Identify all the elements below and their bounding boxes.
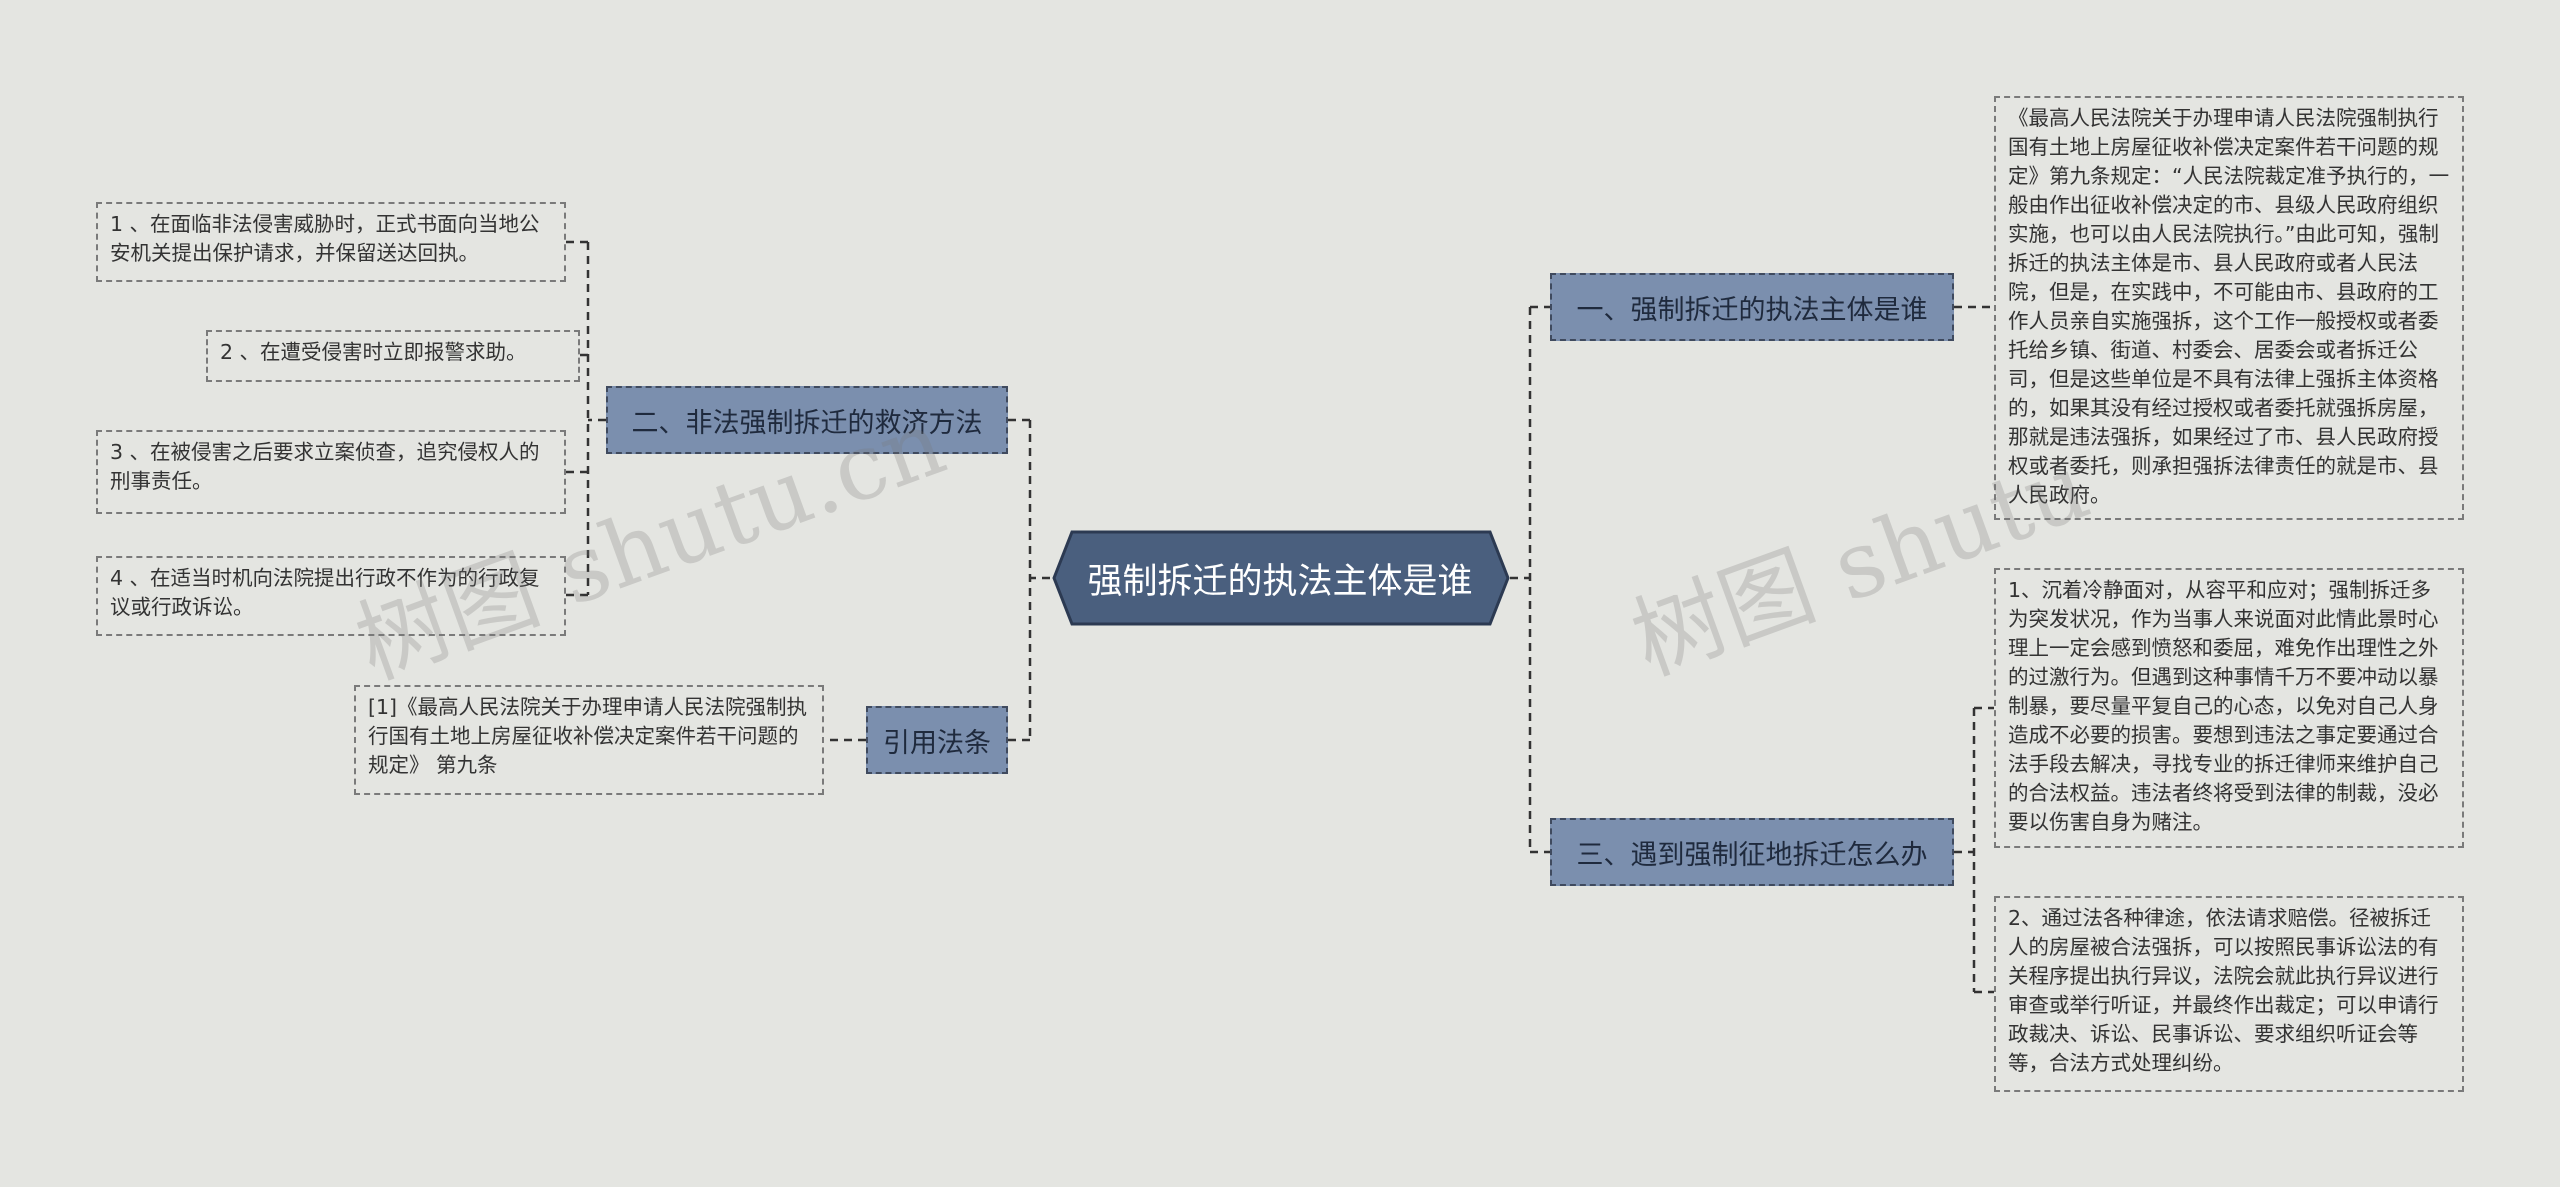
branch-response[interactable]: 三、遇到强制征地拆迁怎么办 xyxy=(1550,818,1954,886)
leaf-citation[interactable]: [1]《最高人民法院关于办理申请人民法院强制执行国有土地上房屋征收补偿决定案件若… xyxy=(354,685,824,795)
leaf-remedy-2[interactable]: 2 、在遭受侵害时立即报警求助。 xyxy=(206,330,580,382)
leaf-response-1[interactable]: 1、沉着冷静面对，从容平和应对；强制拆迁多为突发状况，作为当事人来说面对此情此景… xyxy=(1994,568,2464,848)
root-node-shape xyxy=(1052,530,1510,626)
leaf-subject-text[interactable]: 《最高人民法院关于办理申请人民法院强制执行国有土地上房屋征收补偿决定案件若干问题… xyxy=(1994,96,2464,520)
leaf-remedy-4[interactable]: 4 、在适当时机向法院提出行政不作为的行政复议或行政诉讼。 xyxy=(96,556,566,636)
leaf-response-2[interactable]: 2、通过法各种律途，依法请求赔偿。径被拆迁人的房屋被合法强拆，可以按照民事诉讼法… xyxy=(1994,896,2464,1092)
leaf-remedy-1[interactable]: 1 、在面临非法侵害威胁时，正式书面向当地公安机关提出保护请求，并保留送达回执。 xyxy=(96,202,566,282)
branch-remedies[interactable]: 二、非法强制拆迁的救济方法 xyxy=(606,386,1008,454)
branch-citation[interactable]: 引用法条 xyxy=(866,706,1008,774)
root-topic[interactable]: 强制拆迁的执法主体是谁 xyxy=(1087,561,1473,602)
leaf-remedy-3[interactable]: 3 、在被侵害之后要求立案侦查，追究侵权人的刑事责任。 xyxy=(96,430,566,514)
branch-subject[interactable]: 一、强制拆迁的执法主体是谁 xyxy=(1550,273,1954,341)
